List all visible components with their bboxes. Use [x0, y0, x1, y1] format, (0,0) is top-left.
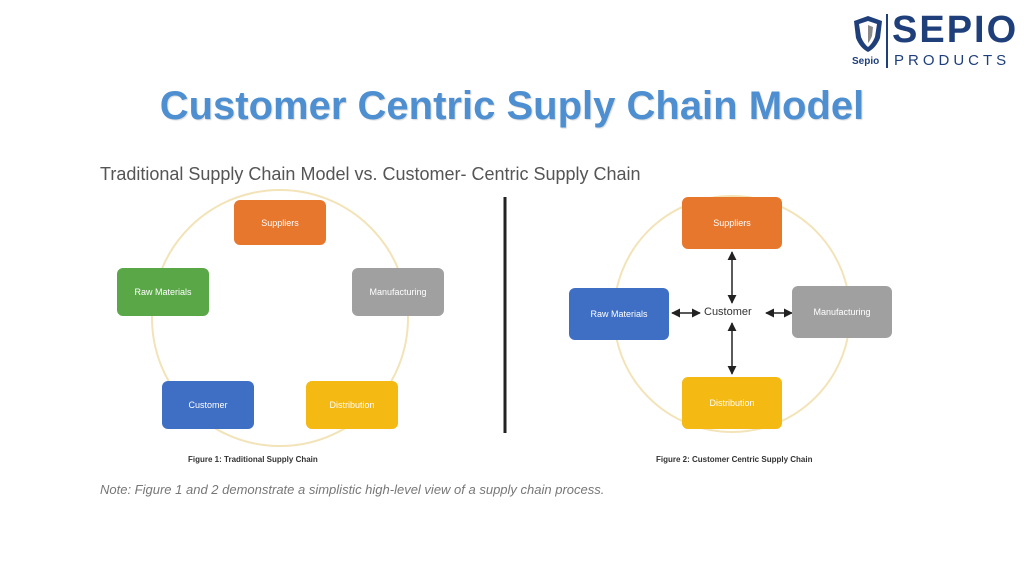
- logo-brand: SEPIO: [892, 9, 1019, 51]
- centric-customer-label: Customer: [701, 306, 755, 318]
- trad-manufacturing-box: Manufacturing: [352, 268, 444, 316]
- sepio-logo: Sepio SEPIO PRODUCTS: [848, 10, 1016, 72]
- centric-raw-materials-box: Raw Materials: [569, 288, 669, 340]
- trad-customer-box: Customer: [162, 381, 254, 429]
- centric-manufacturing-box: Manufacturing: [792, 286, 892, 338]
- trad-suppliers-box: Suppliers: [234, 200, 326, 245]
- traditional-cycle-ring: [151, 189, 409, 447]
- centric-suppliers-box: Suppliers: [682, 197, 782, 249]
- shield-icon: [854, 16, 882, 52]
- logo-divider: [886, 14, 888, 68]
- figure-1-caption: Figure 1: Traditional Supply Chain: [188, 455, 318, 464]
- logo-small-label: Sepio: [852, 56, 880, 67]
- figure-2-caption: Figure 2: Customer Centric Supply Chain: [656, 455, 813, 464]
- trad-distribution-box: Distribution: [306, 381, 398, 429]
- trad-raw-materials-box: Raw Materials: [117, 268, 209, 316]
- diagram-title: Traditional Supply Chain Model vs. Custo…: [100, 164, 641, 184]
- logo-subtitle: PRODUCTS: [894, 52, 1011, 69]
- page-title: Customer Centric Suply Chain Model: [159, 84, 865, 128]
- centric-distribution-box: Distribution: [682, 377, 782, 429]
- diagram-note: Note: Figure 1 and 2 demonstrate a simpl…: [100, 482, 605, 497]
